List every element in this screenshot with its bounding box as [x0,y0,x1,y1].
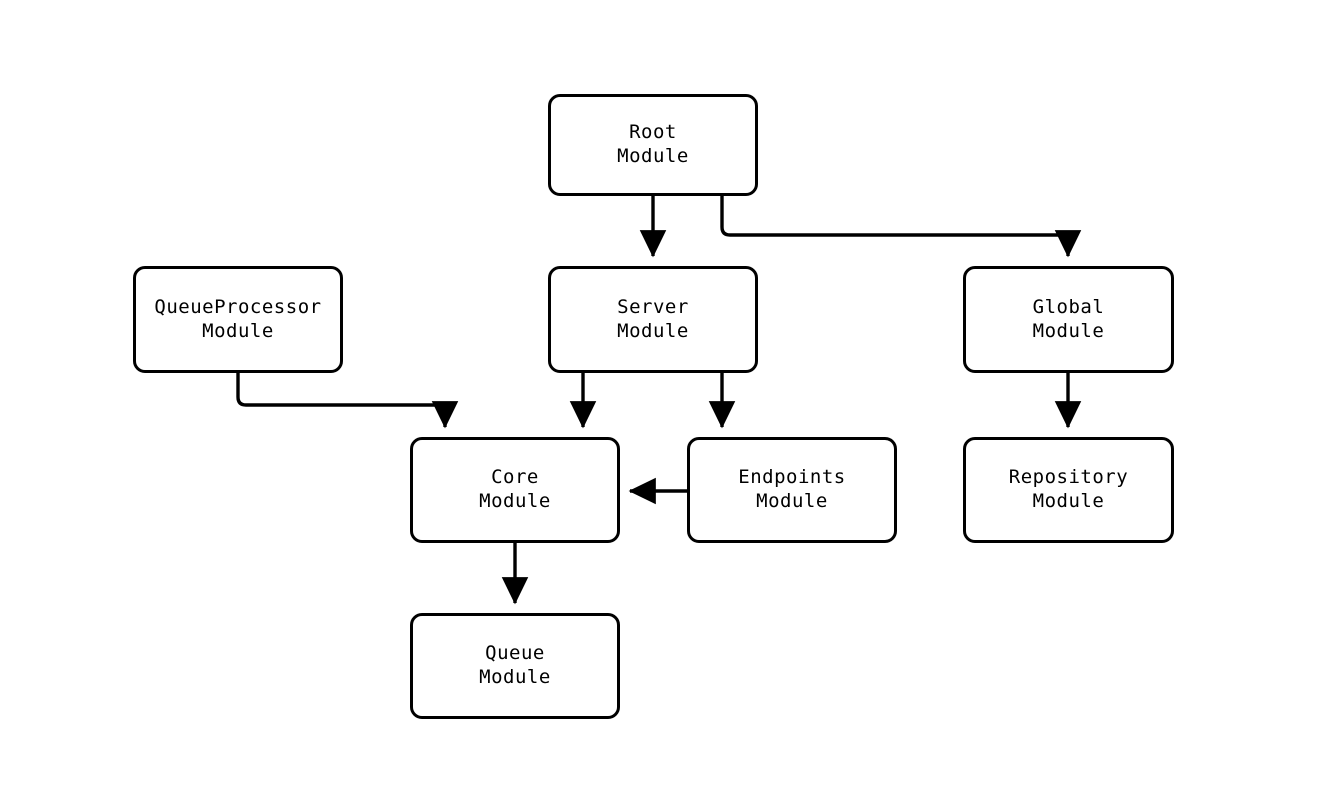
node-global-module-line1: Global [1032,295,1105,318]
node-endpoints-module-line2: Module [756,490,828,512]
edge-queueprocessor-to-core [236,373,459,429]
node-root-module-line2: Module [617,145,689,167]
node-queueprocessor-module-line1: QueueProcessor [154,295,322,318]
node-server-module-line1: Server [617,295,689,318]
node-queue-module-line2: Module [479,666,551,688]
node-queue-module-line1: Queue [485,642,545,665]
edge-root-to-global [720,196,1082,258]
node-core-module-line1: Core [491,466,539,489]
node-queueprocessor-module-line2: Module [202,319,274,342]
node-core-module-line2: Module [479,490,551,512]
node-queue-module[interactable]: Queue Module [410,613,620,719]
node-endpoints-module[interactable]: Endpoints Module [687,437,897,543]
node-server-module[interactable]: Server Module [548,266,758,373]
node-root-module[interactable]: Root Module [548,94,758,196]
node-queueprocessor-module[interactable]: QueueProcessor Module [133,266,343,373]
node-global-module[interactable]: Global Module [963,266,1174,373]
node-endpoints-module-line1: Endpoints [738,466,846,489]
node-repository-module-line1: Repository [1008,466,1129,489]
node-global-module-line2: Module [1032,319,1105,342]
node-server-module-line2: Module [617,319,689,342]
node-repository-module[interactable]: Repository Module [963,437,1174,543]
node-root-module-line1: Root [629,121,677,144]
node-core-module[interactable]: Core Module [410,437,620,543]
node-repository-module-line2: Module [1032,490,1105,512]
